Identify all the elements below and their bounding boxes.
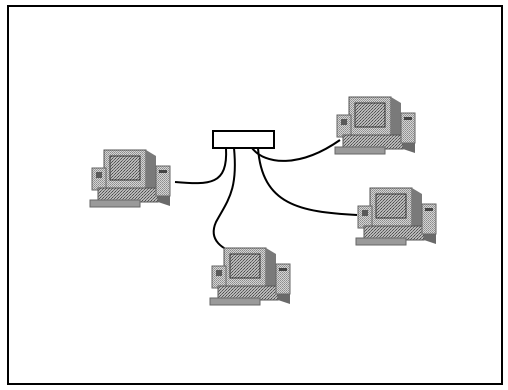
hub-icon [212,130,275,149]
cable-hub-to-pc-bottom [212,147,241,255]
cable-hub-to-pc-right [257,147,358,216]
computer-icon [209,247,291,306]
cables [174,139,358,255]
computer-icon [334,96,416,155]
computer-icon [89,149,171,208]
cable-hub-to-pc-top-right [251,139,341,162]
computer-icon [355,187,437,246]
cable-hub-to-pc-left [174,147,228,185]
